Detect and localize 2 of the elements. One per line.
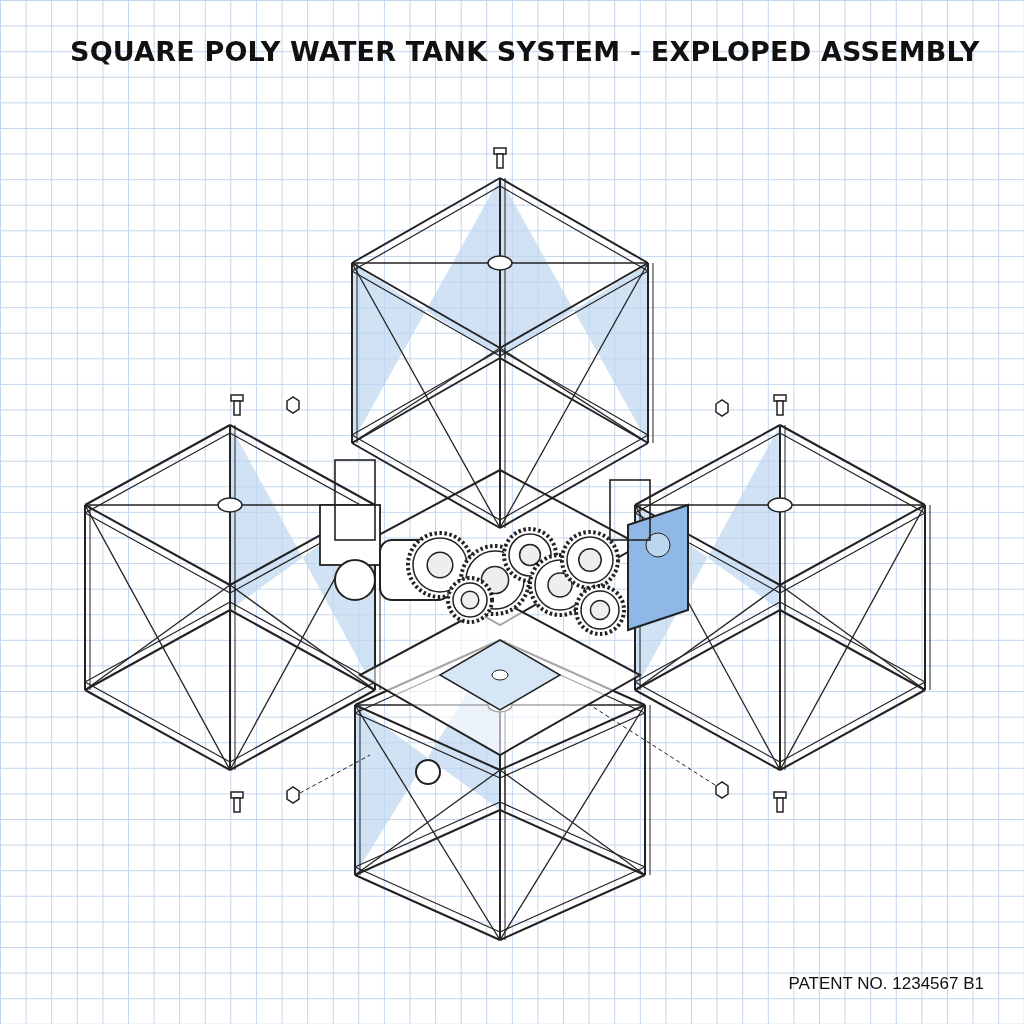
title: SQUARE POLY WATER TANK SYSTEM - EXPLOPED ASSEMBLY xyxy=(70,36,980,67)
patent-number: PATENT NO. 1234567 B1 xyxy=(788,974,984,994)
